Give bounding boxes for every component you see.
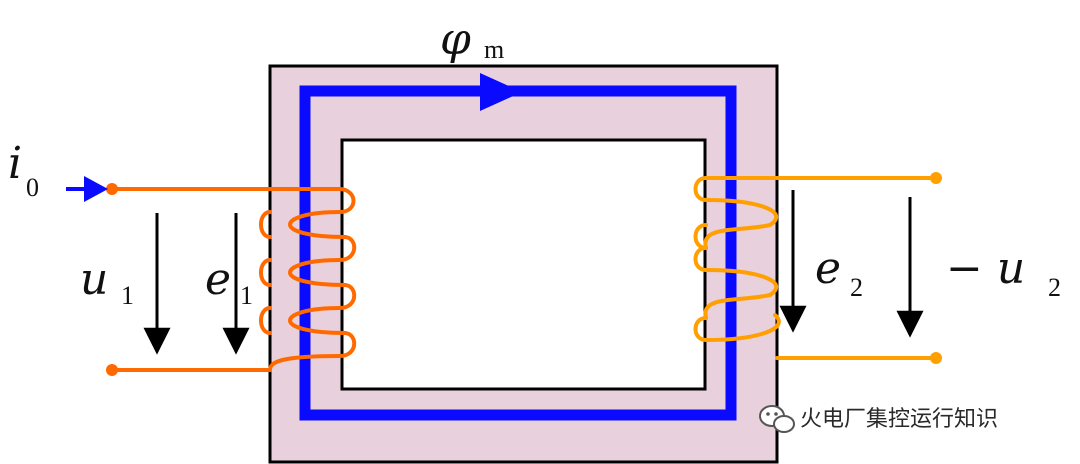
u1-label-subscript: 1 bbox=[121, 281, 134, 310]
flux-direction-arrow bbox=[480, 73, 522, 111]
watermark-text: 火电厂集控运行知识 bbox=[800, 407, 998, 432]
primary-winding bbox=[110, 187, 357, 372]
u1-label: u bbox=[80, 254, 108, 305]
flux-label-subscript: m bbox=[484, 35, 504, 64]
secondary-winding bbox=[693, 176, 938, 360]
e2-label-subscript: 2 bbox=[850, 273, 863, 302]
current-arrow-head bbox=[84, 176, 108, 202]
u2-label: − u bbox=[946, 243, 1025, 294]
primary-terminal-bottom bbox=[106, 364, 118, 376]
primary-terminal-top bbox=[106, 183, 118, 195]
secondary-terminal-top bbox=[930, 172, 942, 184]
e2-label: e bbox=[815, 243, 841, 294]
wechat-icon bbox=[759, 405, 795, 433]
transformer-core bbox=[268, 64, 779, 464]
u2-label-subscript: 2 bbox=[1048, 273, 1061, 302]
e1-label: e bbox=[205, 254, 231, 305]
secondary-terminal-bottom bbox=[930, 352, 942, 364]
current-label-subscript: 0 bbox=[26, 173, 39, 202]
current-label: i bbox=[8, 138, 22, 189]
watermark: 火电厂集控运行知识 bbox=[759, 405, 998, 433]
flux-label: φ bbox=[440, 14, 471, 65]
e1-label-subscript: 1 bbox=[240, 281, 253, 310]
